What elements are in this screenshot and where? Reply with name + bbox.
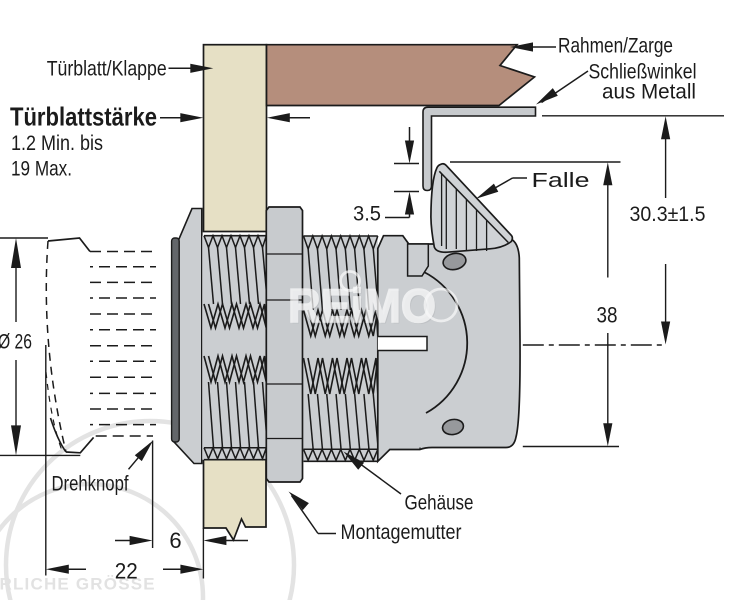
svg-text:19 Max.: 19 Max. xyxy=(11,158,72,181)
svg-text:aus Metall: aus Metall xyxy=(602,81,696,104)
svg-text:Gehäuse: Gehäuse xyxy=(405,492,474,515)
svg-text:Ø 26: Ø 26 xyxy=(0,331,32,354)
svg-text:Drehknopf: Drehknopf xyxy=(52,473,129,496)
svg-text:Schließwinkel: Schließwinkel xyxy=(589,61,697,84)
svg-text:Türblatt/Klappe: Türblatt/Klappe xyxy=(47,58,167,81)
svg-text:38: 38 xyxy=(597,303,618,328)
svg-text:30.3±1.5: 30.3±1.5 xyxy=(630,203,706,226)
svg-text:ÜRLICHE GRÖSSE: ÜRLICHE GRÖSSE xyxy=(0,575,156,594)
svg-text:3.5: 3.5 xyxy=(353,203,381,226)
svg-text:REiMO: REiMO xyxy=(288,279,436,332)
svg-text:1.2 Min. bis: 1.2 Min. bis xyxy=(11,132,103,155)
svg-text:Falle: Falle xyxy=(532,170,590,192)
svg-text:22: 22 xyxy=(115,559,138,584)
svg-text:Montagemutter: Montagemutter xyxy=(341,521,462,544)
svg-text:6: 6 xyxy=(169,528,181,553)
svg-text:Rahmen/Zarge: Rahmen/Zarge xyxy=(558,35,673,58)
svg-text:Türblattstärke: Türblattstärke xyxy=(10,101,157,131)
svg-text:REiMO: REiMO xyxy=(290,281,438,334)
